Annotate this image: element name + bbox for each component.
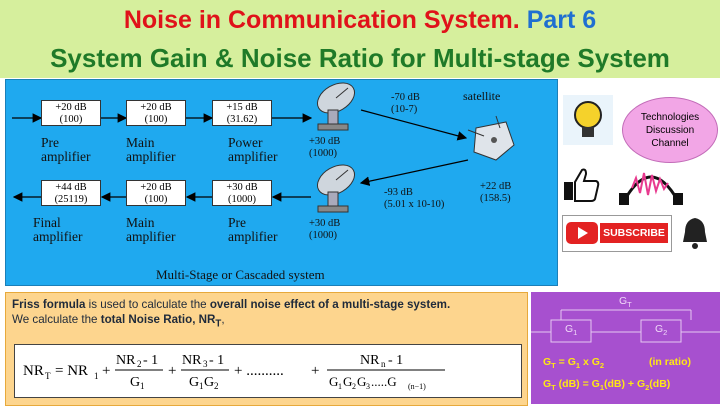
headphones-icon xyxy=(619,172,683,205)
subtitle: System Gain & Noise Ratio for Multi-stag… xyxy=(0,40,720,78)
svg-text:G: G xyxy=(204,375,214,390)
gain-ratio-note: (in ratio) xyxy=(649,356,691,368)
svg-text:1: 1 xyxy=(140,381,145,391)
svg-text:+: + xyxy=(102,363,110,379)
gain-ratio-formula: GT = G1 x G2 xyxy=(543,356,605,371)
svg-text:1: 1 xyxy=(199,381,204,391)
channel-name-line3: Channel xyxy=(651,137,689,149)
svg-text:+: + xyxy=(311,363,319,379)
diagram-caption: Multi-Stage or Cascaded system xyxy=(156,267,325,282)
tx-antenna-icon xyxy=(317,82,355,131)
svg-text:3: 3 xyxy=(366,382,370,391)
downlink-loss: -93 dB(5.01 x 10-10) xyxy=(384,187,445,210)
svg-text:= NR: = NR xyxy=(55,363,88,379)
pre-amp-rx-block: +30 dB(1000) xyxy=(212,180,272,206)
svg-text:.....G: .....G xyxy=(371,374,397,389)
uplink-loss: -70 dB(10-7) xyxy=(391,92,420,115)
rx-antenna-icon xyxy=(317,164,355,213)
g2-label: G2 xyxy=(655,323,668,338)
svg-text:2: 2 xyxy=(352,382,356,391)
lightbulb-icon xyxy=(563,95,613,145)
svg-text:n: n xyxy=(381,359,386,369)
svg-text:- 1: - 1 xyxy=(143,353,158,368)
svg-text:T: T xyxy=(45,371,51,381)
svg-text:+ ..........: + .......... xyxy=(234,363,284,379)
satellite-label: satellite xyxy=(463,89,501,103)
thumbs-up-icon[interactable] xyxy=(562,166,600,204)
svg-text:3: 3 xyxy=(203,359,208,369)
channel-name-line1: Technologies xyxy=(640,111,700,123)
title-part: Part 6 xyxy=(526,6,597,34)
friss-description: Friss formula is used to calculate the o… xyxy=(12,298,451,330)
title-bar: Noise in Communication System. Part 6 xyxy=(0,0,720,40)
svg-text:2: 2 xyxy=(137,359,142,369)
svg-text:NR: NR xyxy=(23,363,44,379)
friss-formula-panel: Friss formula is used to calculate the o… xyxy=(5,292,528,406)
gt-label: GT xyxy=(619,295,632,310)
cascaded-system-diagram: +20 dB(100) +20 dB(100) +15 dB(31.62) Pr… xyxy=(5,79,558,286)
svg-text:NR: NR xyxy=(182,353,202,368)
svg-text:G: G xyxy=(329,374,338,389)
svg-text:G: G xyxy=(130,375,140,390)
svg-text:+: + xyxy=(168,363,176,379)
svg-text:G: G xyxy=(189,375,199,390)
play-icon xyxy=(566,222,598,244)
final-amp-block: +44 dB(25119) xyxy=(41,180,101,206)
g1-label: G1 xyxy=(565,323,578,338)
subscribe-label: SUBSCRIBE xyxy=(600,223,668,243)
pre-amp-tx-block: +20 dB(100) xyxy=(41,100,101,126)
main-amp-tx-block: +20 dB(100) xyxy=(126,100,186,126)
svg-text:1: 1 xyxy=(94,371,99,381)
tx-antenna-gain: +30 dB(1000) xyxy=(309,136,341,159)
svg-text:NR: NR xyxy=(360,353,380,368)
bell-icon[interactable] xyxy=(676,214,714,252)
power-amp-block: +15 dB(31.62) xyxy=(212,100,272,126)
gain-block-diagram xyxy=(531,309,720,343)
channel-name-line2: Discussion xyxy=(645,124,695,136)
svg-text:(n−1): (n−1) xyxy=(408,382,426,391)
title-main: Noise in Communication System. xyxy=(123,6,520,34)
svg-text:- 1: - 1 xyxy=(209,353,224,368)
signal-flow-arrows xyxy=(12,82,515,213)
gain-db-formula: GT (dB) = G1(dB) + G2(dB) xyxy=(543,378,671,393)
svg-text:1: 1 xyxy=(338,382,342,391)
channel-badge: Technologies Discussion Channel xyxy=(622,97,718,163)
main-amp-rx-block: +20 dB(100) xyxy=(126,180,186,206)
rx-antenna-gain: +30 dB(1000) xyxy=(309,218,341,241)
svg-text:- 1: - 1 xyxy=(388,353,403,368)
satellite-icon xyxy=(467,115,515,161)
subscribe-button[interactable]: SUBSCRIBE xyxy=(562,215,672,252)
satellite-gain: +22 dB(158.5) xyxy=(480,181,512,204)
svg-text:NR: NR xyxy=(116,353,136,368)
svg-text:G: G xyxy=(357,374,366,389)
svg-text:2: 2 xyxy=(214,381,219,391)
gain-panel: GT G1 G2 GT = G1 x G2 (in ratio) GT (dB)… xyxy=(531,292,720,404)
svg-text:G: G xyxy=(343,374,352,389)
